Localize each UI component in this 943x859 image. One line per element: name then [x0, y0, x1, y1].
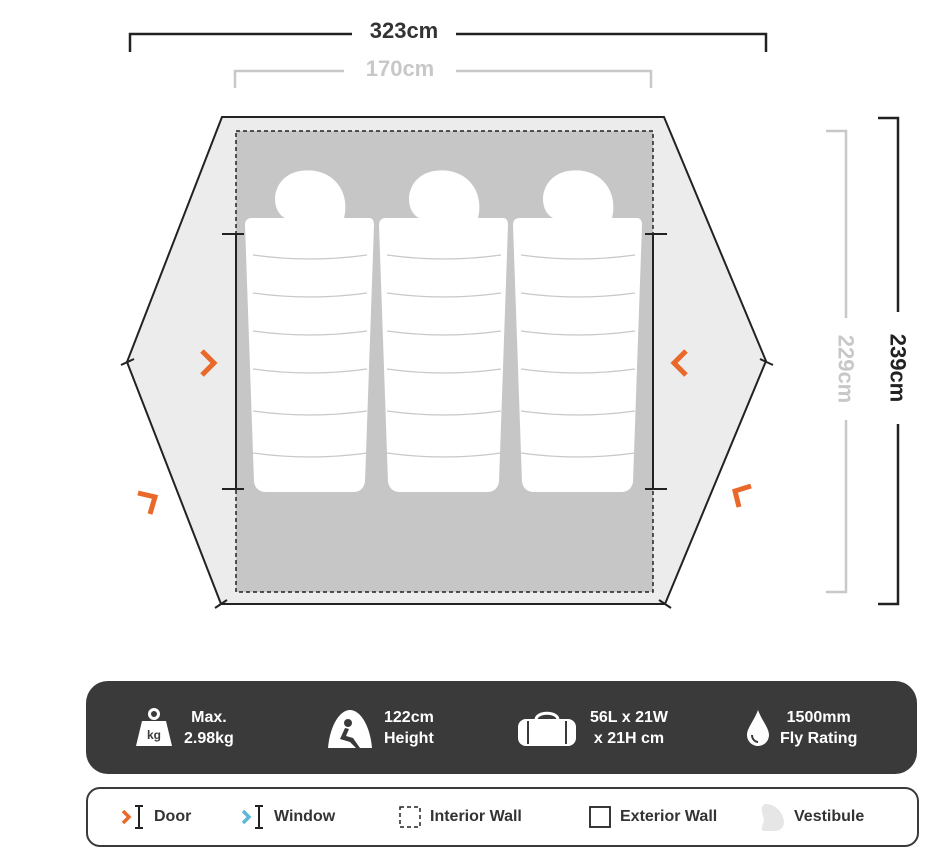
legend-interior-wall-label: Interior Wall: [430, 808, 522, 825]
outer-width-dimension: 323cm: [128, 18, 768, 52]
spec-height-text: 122cm Height: [384, 707, 434, 749]
door-frame-markers: [222, 233, 667, 490]
sleeping-bag-quilting: [520, 254, 636, 458]
legend-vestibule: Vestibule: [760, 789, 864, 845]
spec-weight: kg Max. 2.98kg: [134, 681, 234, 774]
inner-length-dimension: 229cm: [826, 129, 859, 594]
door-marker-icon: [121, 805, 143, 829]
door-frame-right: [645, 233, 667, 490]
pole-tip: [120, 358, 135, 366]
inner-width-label: 170cm: [366, 56, 435, 81]
outer-width-line-left: [128, 32, 352, 52]
spec-fly-rating-line2: Fly Rating: [780, 729, 858, 747]
spec-pack-size-text: 56L x 21W x 21H cm: [590, 707, 668, 749]
legend-panel: Door Window Interior Wall Exterior Wall …: [86, 787, 919, 847]
spec-height: 122cm Height: [326, 681, 434, 774]
weight-kg-icon: kg: [136, 707, 172, 746]
spec-pack-size: 56L x 21W x 21H cm: [514, 681, 668, 774]
window-marker-icon: [241, 805, 263, 829]
exterior-wall-icon: [589, 806, 611, 828]
legend-window-label: Window: [274, 808, 336, 825]
legend-exterior-wall-label: Exterior Wall: [620, 808, 718, 825]
door-marker-icon: [137, 490, 159, 515]
door-markers: [137, 349, 752, 515]
spec-fly-rating-line1: 1500mm: [786, 708, 851, 726]
legend-exterior-wall: Exterior Wall: [588, 789, 717, 845]
inner-width-line-left: [233, 69, 344, 88]
legend-door: Door: [120, 789, 191, 845]
pole-tip: [658, 599, 672, 609]
sleeping-bag-quilting: [252, 254, 368, 458]
legend-door-label: Door: [154, 808, 192, 825]
inner-length-label: 229cm: [834, 335, 859, 404]
outer-width-line-right: [456, 32, 768, 52]
inner-length-line-top: [826, 129, 848, 318]
door-marker-icon: [200, 349, 218, 377]
sleeping-bag-shape: [379, 170, 508, 492]
weight-kg-icon-text: kg: [147, 728, 161, 742]
interior-wall-icon: [399, 806, 421, 828]
outer-length-label: 239cm: [886, 334, 911, 403]
spec-weight-text: Max. 2.98kg: [184, 707, 234, 749]
inner-width-line-right: [456, 69, 653, 88]
sleeping-bag: [245, 170, 374, 492]
sleeping-bags: [245, 170, 642, 492]
spec-fly-rating: 1500mm Fly Rating: [746, 681, 857, 774]
door-frame-left: [222, 233, 244, 490]
spec-height-line2: Height: [384, 729, 434, 747]
door-marker-icon: [670, 349, 688, 377]
spec-pack-size-line2: x 21H cm: [593, 729, 665, 747]
spec-fly-rating-text: 1500mm Fly Rating: [780, 707, 857, 749]
legend-vestibule-label: Vestibule: [794, 808, 865, 825]
legend-interior-wall: Interior Wall: [398, 789, 522, 845]
legend-window: Window: [240, 789, 335, 845]
outer-length-dimension: 239cm: [878, 116, 911, 606]
sleeping-bag-quilting: [386, 254, 502, 458]
pole-tip: [759, 358, 774, 366]
vestibule-icon: [761, 804, 784, 831]
person-sitting-in-tent-icon: [328, 709, 372, 748]
spec-pack-size-line1: 56L x 21W: [590, 708, 668, 726]
outer-length-line-top: [878, 116, 900, 312]
sleeping-bag-shape: [245, 170, 374, 492]
pole-tips: [120, 358, 774, 609]
door-marker-icon: [732, 483, 752, 508]
outer-length-line-bottom: [878, 424, 900, 606]
spec-weight-line2: 2.98kg: [184, 729, 234, 747]
sleeping-bag-shape: [513, 170, 642, 492]
inner-width-dimension: 170cm: [233, 56, 653, 88]
inner-length-line-bottom: [826, 420, 848, 594]
outer-width-label: 323cm: [370, 18, 439, 43]
pole-tip: [214, 599, 228, 609]
duffel-bag-icon: [518, 711, 576, 746]
spec-height-line1: 122cm: [384, 708, 434, 726]
tent-floor-plan: 323cm 170cm 229cm 239cm: [120, 18, 911, 609]
specs-panel: kg Max. 2.98kg 122cm Height 56L x 21W x …: [86, 681, 917, 774]
spec-weight-line1: Max.: [191, 708, 227, 726]
sleeping-bag: [513, 170, 642, 492]
water-drop-icon: [747, 709, 769, 746]
sleeping-bag: [379, 170, 508, 492]
